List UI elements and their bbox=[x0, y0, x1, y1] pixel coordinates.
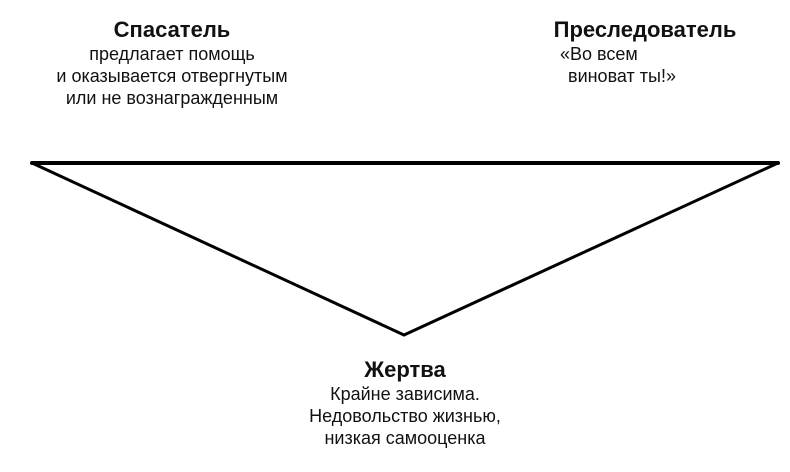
persecutor-title: Преследователь bbox=[553, 17, 737, 42]
node-rescuer: Спасатель предлагает помощь и оказываетс… bbox=[0, 17, 344, 109]
edge-rescuer-victim bbox=[30, 161, 406, 337]
victim-description: Крайне зависима. Недовольство жизнью, ни… bbox=[255, 383, 555, 449]
victim-line: Крайне зависима. bbox=[330, 384, 480, 404]
rescuer-description: предлагает помощь и оказывается отвергну… bbox=[0, 43, 344, 109]
persecutor-description: «Во всем виноват ты!» bbox=[500, 43, 790, 87]
rescuer-title: Спасатель bbox=[113, 17, 231, 42]
victim-line: Недовольство жизнью, bbox=[309, 406, 501, 426]
victim-title: Жертва bbox=[364, 357, 446, 382]
victim-line: низкая самооценка bbox=[324, 428, 486, 448]
edge-persecutor-victim bbox=[402, 161, 780, 337]
rescuer-line: предлагает помощь bbox=[89, 44, 255, 64]
persecutor-line: виноват ты!» bbox=[568, 66, 676, 86]
persecutor-line: «Во всем bbox=[560, 44, 638, 64]
node-persecutor: Преследователь «Во всем виноват ты!» bbox=[500, 17, 790, 87]
rescuer-line: или не вознагражденным bbox=[65, 88, 279, 108]
rescuer-line: и оказывается отвергнутым bbox=[56, 66, 288, 86]
node-victim: Жертва Крайне зависима. Недовольство жиз… bbox=[255, 357, 555, 449]
